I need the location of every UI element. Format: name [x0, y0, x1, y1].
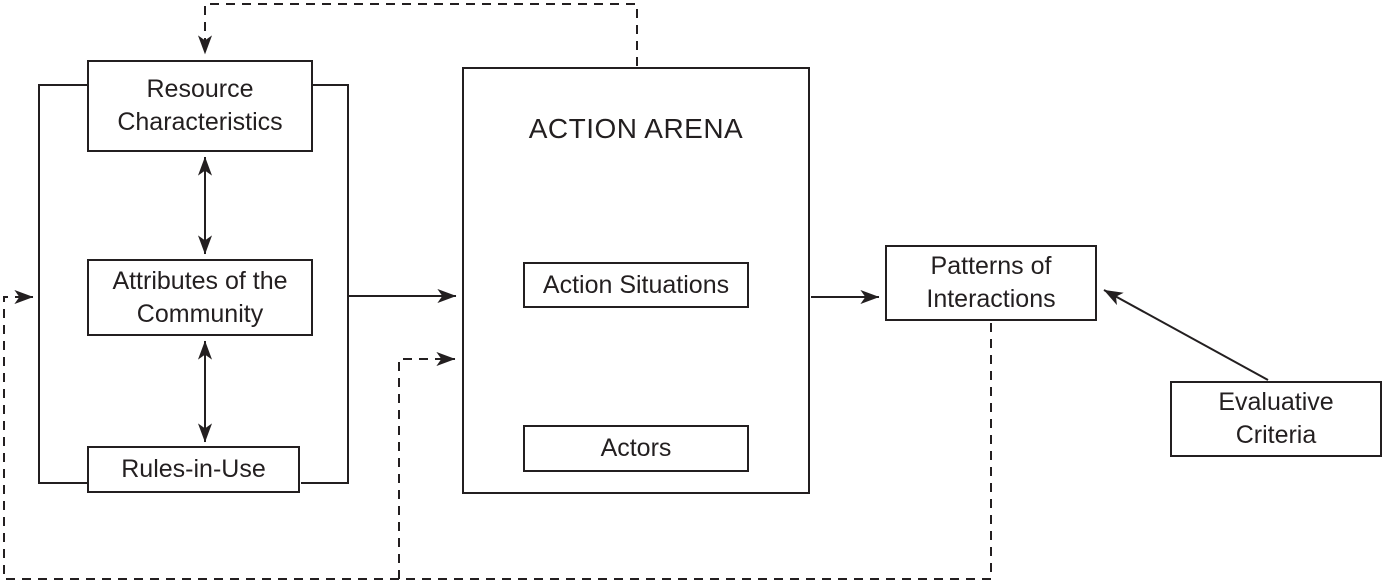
patterns-of-interactions-label-line2: Interactions — [926, 285, 1056, 313]
attributes-of-community-label-line2: Community — [136, 299, 264, 328]
resource-characteristics-box: Resource Characteristics — [87, 60, 313, 152]
action-situations-label: Action Situations — [542, 270, 730, 299]
resource-characteristics-label-line1: Resource — [146, 75, 254, 103]
attributes-of-community-box: Attributes of the Community — [87, 259, 313, 336]
arrow-evaluative-to-patterns — [1103, 289, 1269, 381]
rules-in-use-label: Rules-in-Use — [121, 455, 266, 483]
attributes-of-community-label-line1: Attributes of the — [112, 266, 288, 295]
rules-in-use-box: Rules-in-Use — [87, 446, 300, 493]
action-situations-box: Action Situations — [523, 262, 749, 308]
actors-label: Actors — [600, 434, 672, 462]
evaluative-criteria-label-line1: Evaluative — [1218, 388, 1334, 416]
evaluative-criteria-box: Evaluative Criteria — [1170, 381, 1382, 457]
evaluative-criteria-label-line2: Criteria — [1235, 421, 1317, 449]
feedback-arena-to-resource — [197, 3, 638, 66]
action-arena-box: ACTION ARENA Action Situations Actors — [462, 67, 810, 494]
exogenous-group-bracket — [38, 84, 349, 484]
actors-box: Actors — [523, 425, 749, 472]
feedback-patterns-to-arena — [398, 351, 456, 579]
patterns-of-interactions-label-line1: Patterns of — [930, 252, 1052, 280]
resource-characteristics-label-line2: Characteristics — [117, 108, 283, 136]
action-arena-title: ACTION ARENA — [528, 113, 744, 144]
patterns-of-interactions-box: Patterns of Interactions — [885, 245, 1097, 321]
